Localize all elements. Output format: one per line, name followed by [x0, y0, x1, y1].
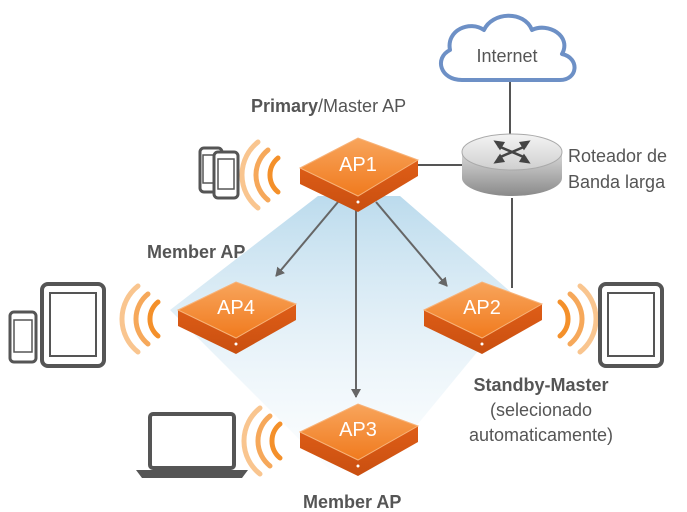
- internet-label: Internet: [476, 46, 537, 66]
- primary-label-bold: Primary: [251, 96, 319, 116]
- primary-master-label: Primary/Master AP: [251, 97, 406, 115]
- connection-lines: [418, 82, 513, 288]
- signal-icon-ap1: [239, 139, 281, 211]
- signal-icon-ap3: [241, 405, 283, 477]
- signal-icon-ap2: [557, 283, 599, 355]
- ap1-label: AP1: [339, 154, 377, 176]
- router-icon: [461, 133, 563, 196]
- member-ap4-label: Member AP: [147, 242, 246, 262]
- smartphone-icon: [8, 310, 38, 364]
- ap3-device[interactable]: [298, 403, 420, 476]
- standby-title: Standby-Master: [473, 375, 609, 395]
- arrow-ap1-ap2: [375, 201, 448, 287]
- ap2-label: AP2: [463, 297, 501, 319]
- standby-note-line1: (selecionado: [489, 400, 593, 420]
- tablet-icon: [598, 282, 664, 368]
- ap3-label: AP3: [339, 419, 377, 441]
- member-ap3-label: Member AP: [303, 492, 402, 512]
- standby-master-label: Standby-Master (selecionado automaticame…: [446, 373, 636, 448]
- ap2-device[interactable]: [422, 281, 544, 354]
- laptop-icon: [136, 412, 248, 478]
- primary-label-rest: /Master AP: [318, 96, 407, 116]
- ap4-device[interactable]: [176, 281, 298, 354]
- cloud-icon: [438, 13, 577, 82]
- smartphone-icon: [212, 150, 240, 200]
- signal-icon-ap4: [119, 283, 161, 355]
- router-label: Roteador de Banda larga: [568, 143, 667, 195]
- standby-note-line2: automaticamente): [468, 425, 614, 445]
- router-label-line2: Banda larga: [568, 172, 666, 192]
- ap1-device[interactable]: [298, 137, 420, 212]
- arrows: [275, 201, 448, 398]
- coverage-area: [170, 196, 520, 470]
- tablet-icon: [40, 282, 106, 368]
- router-label-line1: Roteador de: [568, 146, 668, 166]
- ap4-label: AP4: [217, 297, 255, 319]
- arrow-ap1-ap4: [275, 201, 339, 277]
